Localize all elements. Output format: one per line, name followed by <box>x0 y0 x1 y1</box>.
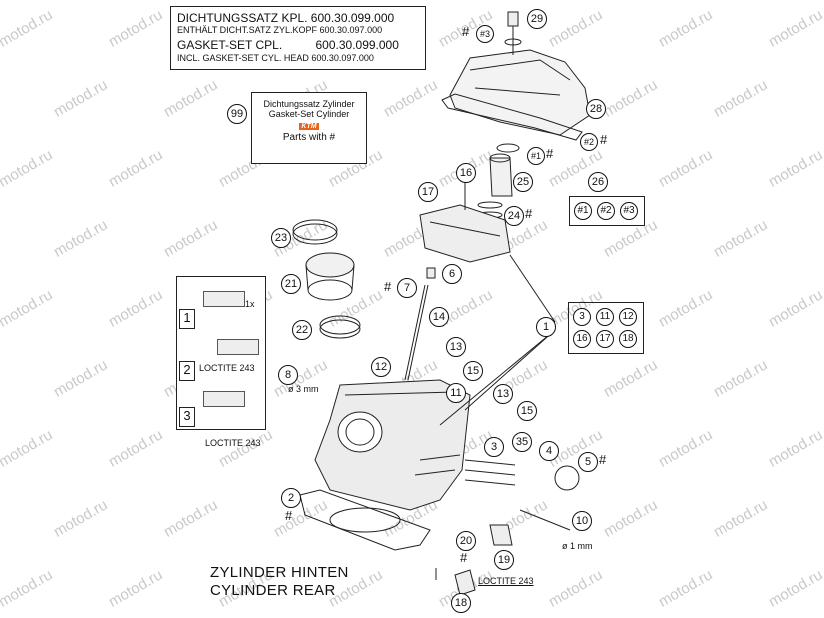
callout-13: 13 <box>446 337 466 357</box>
bolt-sketch-3 <box>203 391 245 407</box>
gasket-line-1: DICHTUNGSSATZ KPL. 600.30.099.000 <box>177 11 395 25</box>
bolt-sketch-1 <box>203 291 245 307</box>
callout-19: 19 <box>494 550 514 570</box>
hash-mark: # <box>460 550 468 565</box>
torque-note: 1x <box>245 299 255 309</box>
callout-5: 5 <box>578 452 598 472</box>
title-line-2: CYLINDER REAR <box>210 582 336 599</box>
cylinder-head <box>314 379 471 511</box>
group-box-1: 3 11 12 16 17 18 <box>568 302 644 354</box>
gasket-line-2: ENTHÄLT DICHT.SATZ ZYL.KOPF 600.30.097.0… <box>177 25 383 35</box>
item-3: 3 <box>573 308 591 326</box>
item-16: 16 <box>573 330 591 348</box>
callout-18: 18 <box>451 593 471 613</box>
step-2: 2 <box>179 361 195 381</box>
assembly-steps-box: 1 2 3 1x LOCTITE 243 <box>176 276 266 430</box>
gasket-line-4: INCL. GASKET-SET CYL. HEAD 600.30.097.00… <box>177 53 374 63</box>
item-hash-1: #1 <box>574 202 592 220</box>
callout-99: 99 <box>227 104 247 124</box>
set-line-3: Parts with # <box>282 132 336 143</box>
hash-mark: # <box>462 24 470 39</box>
head-gasket <box>299 489 431 551</box>
callout-7: 7 <box>397 278 417 298</box>
bolt-sketch-2 <box>217 339 259 355</box>
group-box-26: #1 #2 #3 <box>569 196 645 226</box>
step-3: 3 <box>179 407 195 427</box>
callout-6: 6 <box>442 264 462 284</box>
callout-21: 21 <box>281 274 301 294</box>
set-line-1: Dichtungssatz Zylinder <box>263 99 355 109</box>
hash-mark: # <box>285 508 293 523</box>
callout-28: 28 <box>586 99 606 119</box>
title-line-1: ZYLINDER HINTEN <box>210 564 349 581</box>
loctite-note-a: LOCTITE 243 <box>199 363 255 373</box>
callout-12: 12 <box>371 357 391 377</box>
callout-hash-2: #2 <box>580 133 598 151</box>
callout-23: 23 <box>271 228 291 248</box>
callout-22: 22 <box>292 320 312 340</box>
hash-mark: # <box>384 279 392 294</box>
callout-13-b: 13 <box>493 384 513 404</box>
callout-26: 26 <box>588 172 608 192</box>
callout-24: 24 <box>504 206 524 226</box>
item-12: 12 <box>619 308 637 326</box>
callout-4: 4 <box>539 441 559 461</box>
loctite-note-bottom: LOCTITE 243 <box>478 576 534 586</box>
item-11: 11 <box>596 308 614 326</box>
step-1: 1 <box>179 309 195 329</box>
ktm-logo: KTM <box>299 123 319 130</box>
callout-3: 3 <box>484 437 504 457</box>
callout-14: 14 <box>429 307 449 327</box>
callout-35: 35 <box>512 432 532 452</box>
dimension-10: ø 1 mm <box>562 541 593 551</box>
callout-20: 20 <box>456 531 476 551</box>
callout-29: 29 <box>527 9 547 29</box>
callout-1: 1 <box>536 317 556 337</box>
item-hash-3: #3 <box>620 202 638 220</box>
hash-mark: # <box>599 452 607 467</box>
callout-8: 8 <box>278 365 298 385</box>
callout-hash-3: #3 <box>476 25 494 43</box>
callout-17: 17 <box>418 182 438 202</box>
gasket-line-3: GASKET-SET CPL. 600.30.099.000 <box>177 38 399 52</box>
callout-2: 2 <box>281 488 301 508</box>
callout-16: 16 <box>456 163 476 183</box>
set-line-2: Gasket-Set Cylinder <box>268 109 350 119</box>
hash-mark: # <box>546 146 554 161</box>
loctite-note-b: LOCTITE 243 <box>205 438 261 448</box>
dimension-8: ø 3 mm <box>288 384 319 394</box>
callout-25: 25 <box>513 172 533 192</box>
item-17: 17 <box>596 330 614 348</box>
cylinder-gasket-set-box: Dichtungssatz Zylinder Gasket-Set Cylind… <box>251 92 367 164</box>
callout-11: 11 <box>446 383 466 403</box>
callout-10: 10 <box>572 511 592 531</box>
hash-mark: # <box>525 206 533 221</box>
item-hash-2: #2 <box>597 202 615 220</box>
rocker-arm-assembly <box>419 204 511 263</box>
callout-15: 15 <box>463 361 483 381</box>
cover-gasket <box>441 93 583 141</box>
hash-mark: # <box>600 132 608 147</box>
item-18: 18 <box>619 330 637 348</box>
callout-15-b: 15 <box>517 401 537 421</box>
callout-hash-1: #1 <box>527 147 545 165</box>
gasket-set-info-box: DICHTUNGSSATZ KPL. 600.30.099.000 ENTHÄL… <box>170 6 426 70</box>
